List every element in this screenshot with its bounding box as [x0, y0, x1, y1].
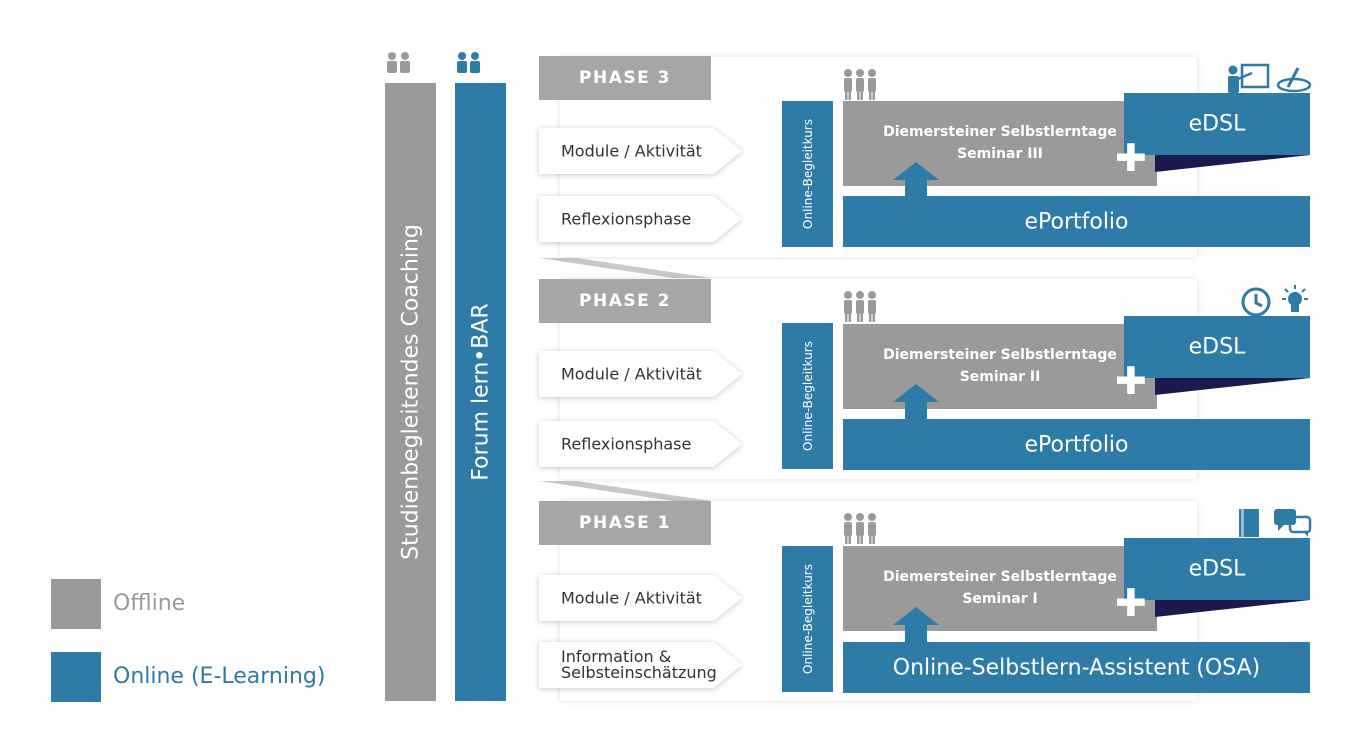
osa-bar: Online-Selbstlern-Assistent (OSA) [843, 642, 1310, 693]
reflexion-step: Reflexionsphase [539, 421, 742, 467]
legend-offline-label: Offline [113, 591, 186, 616]
eportfolio-bar: ePortfolio [843, 196, 1310, 247]
begleitkurs-label: Online-Begleitkurs [800, 341, 815, 451]
edsl-shadow [1155, 155, 1310, 172]
phase-2-tab: PHASE 2 [539, 279, 711, 323]
up-arrow-icon [893, 384, 939, 420]
module-step: Module / Aktivität [539, 128, 742, 174]
reflexion-label: Reflexionsphase [561, 434, 692, 454]
reflexion-step: Reflexionsphase [539, 196, 742, 242]
module-label: Module / Aktivität [561, 141, 702, 161]
seminar-number: Seminar II [959, 369, 1041, 385]
two-people-icon [384, 50, 414, 80]
begleitkurs-label: Online-Begleitkurs [800, 564, 815, 674]
module-label: Module / Aktivität [561, 364, 702, 384]
forum-column: Forum lern•BAR [455, 83, 506, 701]
coaching-label: Studienbegleitendes Coaching [398, 224, 423, 560]
information-label: Information &Selbsteinschätzung [561, 649, 717, 681]
phase-connector [539, 258, 711, 278]
edsl-label: eDSL [1188, 334, 1246, 360]
online-begleitkurs: Online-Begleitkurs [782, 323, 833, 469]
chat-icon [1272, 507, 1312, 539]
seminar-number: Seminar III [957, 146, 1043, 162]
edsl-box: eDSL [1124, 93, 1310, 155]
legend-online-label: Online (E-Learning) [113, 664, 326, 689]
seminar-title: Diemersteiner Selbstlerntage [883, 347, 1117, 363]
edsl-box: eDSL [1124, 538, 1310, 600]
up-arrow-icon [893, 162, 939, 198]
online-begleitkurs: Online-Begleitkurs [782, 101, 833, 247]
information-step: Information &Selbsteinschätzung [539, 642, 742, 688]
up-arrow-icon [893, 607, 939, 643]
online-begleitkurs: Online-Begleitkurs [782, 546, 833, 692]
module-label: Module / Aktivität [561, 588, 702, 608]
reflexion-label: Reflexionsphase [561, 209, 692, 229]
plus-icon: ✚ [1115, 359, 1147, 403]
seminar-title: Diemersteiner Selbstlerntage [883, 124, 1117, 140]
forum-label: Forum lern•BAR [468, 303, 493, 481]
eportfolio-label: ePortfolio [1024, 432, 1129, 457]
module-step: Module / Aktivität [539, 575, 742, 621]
phase-connector [539, 481, 711, 501]
presentation-icon [1226, 63, 1270, 93]
begleitkurs-label: Online-Begleitkurs [800, 119, 815, 229]
phase-3-tab: PHASE 3 [539, 56, 711, 100]
group-icon [842, 68, 878, 100]
eportfolio-bar: ePortfolio [843, 419, 1310, 470]
legend-online-swatch [51, 652, 101, 702]
edsl-label: eDSL [1188, 111, 1246, 137]
eportfolio-label: ePortfolio [1024, 209, 1129, 234]
module-step: Module / Aktivität [539, 351, 742, 397]
legend-offline-swatch [51, 579, 101, 629]
two-people-icon-online [454, 50, 484, 80]
plus-icon: ✚ [1115, 581, 1147, 625]
phase-1-tab: PHASE 1 [539, 501, 711, 545]
selbsteinschaetzung-line: Selbsteinschätzung [561, 663, 717, 682]
lightbulb-icon [1278, 284, 1312, 318]
osa-label: Online-Selbstlern-Assistent (OSA) [892, 655, 1261, 680]
seminar-title: Diemersteiner Selbstlerntage [883, 569, 1117, 585]
coaching-column: Studienbegleitendes Coaching [385, 83, 436, 701]
drawing-icon [1276, 65, 1312, 93]
group-icon [842, 512, 878, 544]
information-line: Information & [561, 647, 672, 666]
clock-icon [1240, 286, 1272, 318]
edsl-box: eDSL [1124, 316, 1310, 378]
plus-icon: ✚ [1115, 136, 1147, 180]
group-icon [842, 290, 878, 322]
seminar-number: Seminar I [962, 591, 1038, 607]
book-icon [1236, 507, 1264, 539]
edsl-label: eDSL [1188, 556, 1246, 582]
